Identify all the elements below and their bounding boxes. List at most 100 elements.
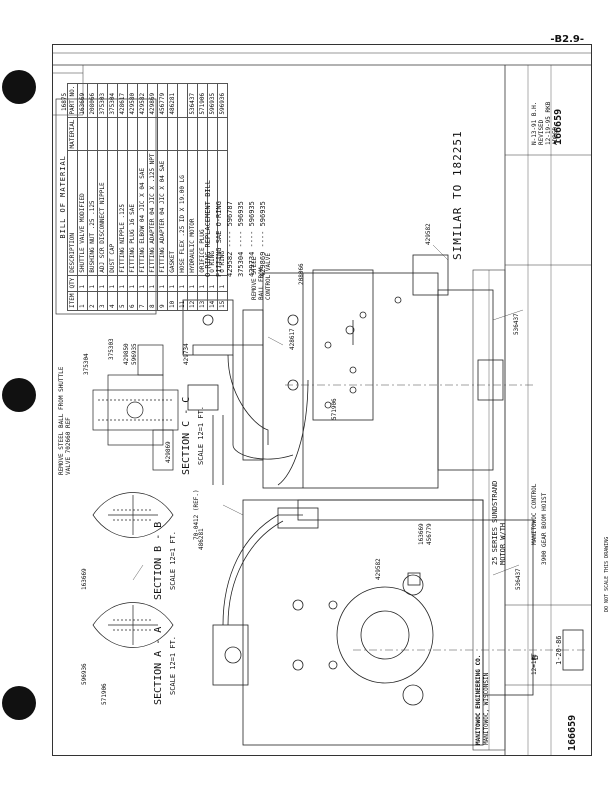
- bom-cell: [77, 117, 88, 151]
- bom-cell: 375304: [107, 83, 118, 118]
- bom-cell: 1: [147, 275, 158, 292]
- title-line: MOTOR W/TH: [499, 522, 507, 565]
- bom-col-item: ITEM: [67, 291, 78, 311]
- revision-line: N-13-91 B.H.: [531, 101, 538, 145]
- bom-cell: [167, 117, 178, 151]
- title-block: MANITOWOC ENGINEERING CO. MANITOWOC, WIS…: [475, 655, 491, 745]
- bom-cell: 1: [97, 275, 108, 292]
- bom-cell: [177, 83, 188, 118]
- revision-line: 12-19-95 RKB: [545, 101, 552, 145]
- bom-cell: [217, 117, 228, 151]
- bom-col-partno: PART NO.: [67, 83, 78, 118]
- part-callout: 375304: [83, 353, 90, 375]
- bom-header: ITEM QTY DESCRIPTION MATERIAL PART NO.: [67, 83, 78, 311]
- bom-cell: [207, 117, 218, 151]
- bom-cell: 15: [217, 291, 228, 311]
- title-line: 25 SERIES SUNDSTRAND: [491, 480, 499, 565]
- bom-cell: 1: [87, 275, 98, 292]
- bom-cell: 1: [217, 275, 228, 292]
- bom-col-qty: QTY: [67, 275, 78, 292]
- part-callout: 596935: [131, 343, 138, 365]
- oring-note-line: O-RING REPLACEMENT BILL: [204, 180, 212, 277]
- part-callout: 571906: [331, 398, 338, 420]
- punch-hole: [2, 686, 36, 720]
- bom-cell: DUST CAP: [107, 150, 118, 276]
- revision-line: ADDED: [552, 126, 559, 145]
- part-callout: 429582: [375, 558, 382, 580]
- bom-cell: FITTING ELBOW 04 JIC X 04 SAE: [137, 150, 148, 276]
- bom-cell: 9: [157, 291, 168, 311]
- bom-cell: 1: [167, 275, 178, 292]
- bom-cell: 12: [187, 291, 198, 311]
- bom-cell: [87, 117, 98, 151]
- bom-cell: 8: [147, 291, 158, 311]
- bom-cell: 208066: [87, 83, 98, 118]
- bom-cell: [117, 117, 128, 151]
- part-callout: 429850: [123, 343, 130, 365]
- bom-cell: [107, 117, 118, 151]
- bom-cell: FITTING ADAPTER 04 JIC X .125 NPT: [147, 150, 158, 276]
- bom-cell: BUSHING NUT .25 .125: [87, 150, 98, 276]
- section-aa-label: SECTION A - A: [153, 626, 164, 705]
- bom-cell: 11: [177, 291, 188, 311]
- bom-cell: [187, 117, 198, 151]
- bom-cell: FITTING ADAPTER 04 JIC X 04 SAE: [157, 150, 168, 276]
- bom-cell: 536437: [187, 83, 198, 118]
- part-callout: 456779: [426, 523, 433, 545]
- drawing-sheet: BILL OF MATERIAL ITEM QTY DESCRIPTION MA…: [52, 44, 592, 756]
- revision-line: REVISED: [538, 119, 545, 145]
- part-callout: 571906: [101, 683, 108, 705]
- ref-number: 16875: [61, 92, 68, 111]
- bom-cell: 429580: [127, 83, 138, 118]
- date: 1-20-86: [555, 635, 563, 665]
- bom-cell: 1: [157, 275, 168, 292]
- drawing-number: 166659: [567, 714, 578, 751]
- bom-cell: 1: [117, 275, 128, 292]
- bom-cell: 1: [127, 275, 138, 292]
- bom-cell: 14: [207, 291, 218, 311]
- part-callout: 375303: [108, 338, 115, 360]
- bom-cell: 10: [167, 291, 178, 311]
- part-callout: 536437: [513, 313, 520, 335]
- bom-cell: 1: [77, 291, 88, 311]
- bom-cell: 486281: [167, 83, 178, 118]
- section-bb-label: SECTION B - B: [153, 521, 164, 600]
- scale-note: DO NOT SCALE THIS DRAWING: [604, 536, 610, 612]
- bom-cell: SHUTTLE VALVE MODIFIED: [77, 150, 88, 276]
- bom-cell: 13: [197, 291, 208, 311]
- bom-cell: 3: [97, 291, 108, 311]
- callout-remove-ball-1: REMOVE STEEL BALL FROM SHUTTLE VALVE 702…: [58, 366, 72, 475]
- bom-cell: 1: [197, 275, 208, 292]
- bom-cell: [197, 117, 208, 151]
- part-callout: 208066: [298, 263, 305, 285]
- bom-cell: 2: [87, 291, 98, 311]
- section-cc-label: SECTION C - C: [181, 396, 192, 475]
- oring-note-row: 375304 ---- 596935: [237, 201, 245, 277]
- punch-hole: [2, 70, 36, 104]
- section-bb-scale: SCALE 12=1 FT.: [169, 530, 177, 590]
- bom-cell: 596935: [207, 83, 218, 118]
- part-callout: 429869: [165, 441, 172, 463]
- bom-cell: [157, 117, 168, 151]
- bom-cell: ADJ SCR DISCONNECT NIPPLE: [97, 150, 108, 276]
- bom-cell: [97, 117, 108, 151]
- callout-remove-ball-2: REMOVE STEEL BALL FROM CONTROL VALVE: [251, 253, 272, 300]
- bom-cell: FITTING NIPPLE .125: [117, 150, 128, 276]
- section-cc-scale: SCALE 12=1 FT.: [197, 405, 205, 465]
- bom-cell: 6: [127, 291, 138, 311]
- revision-block: N-13-91 B.H. REVISED 12-19-95 RKB ADDED: [531, 102, 559, 145]
- bom-cell: 1: [177, 275, 188, 292]
- bom-cell: 1: [137, 275, 148, 292]
- punch-hole: [2, 378, 36, 412]
- bom-cell: 1: [107, 275, 118, 292]
- bom-col-material: MATERIAL: [67, 117, 78, 151]
- bom-cell: 571906: [197, 83, 208, 118]
